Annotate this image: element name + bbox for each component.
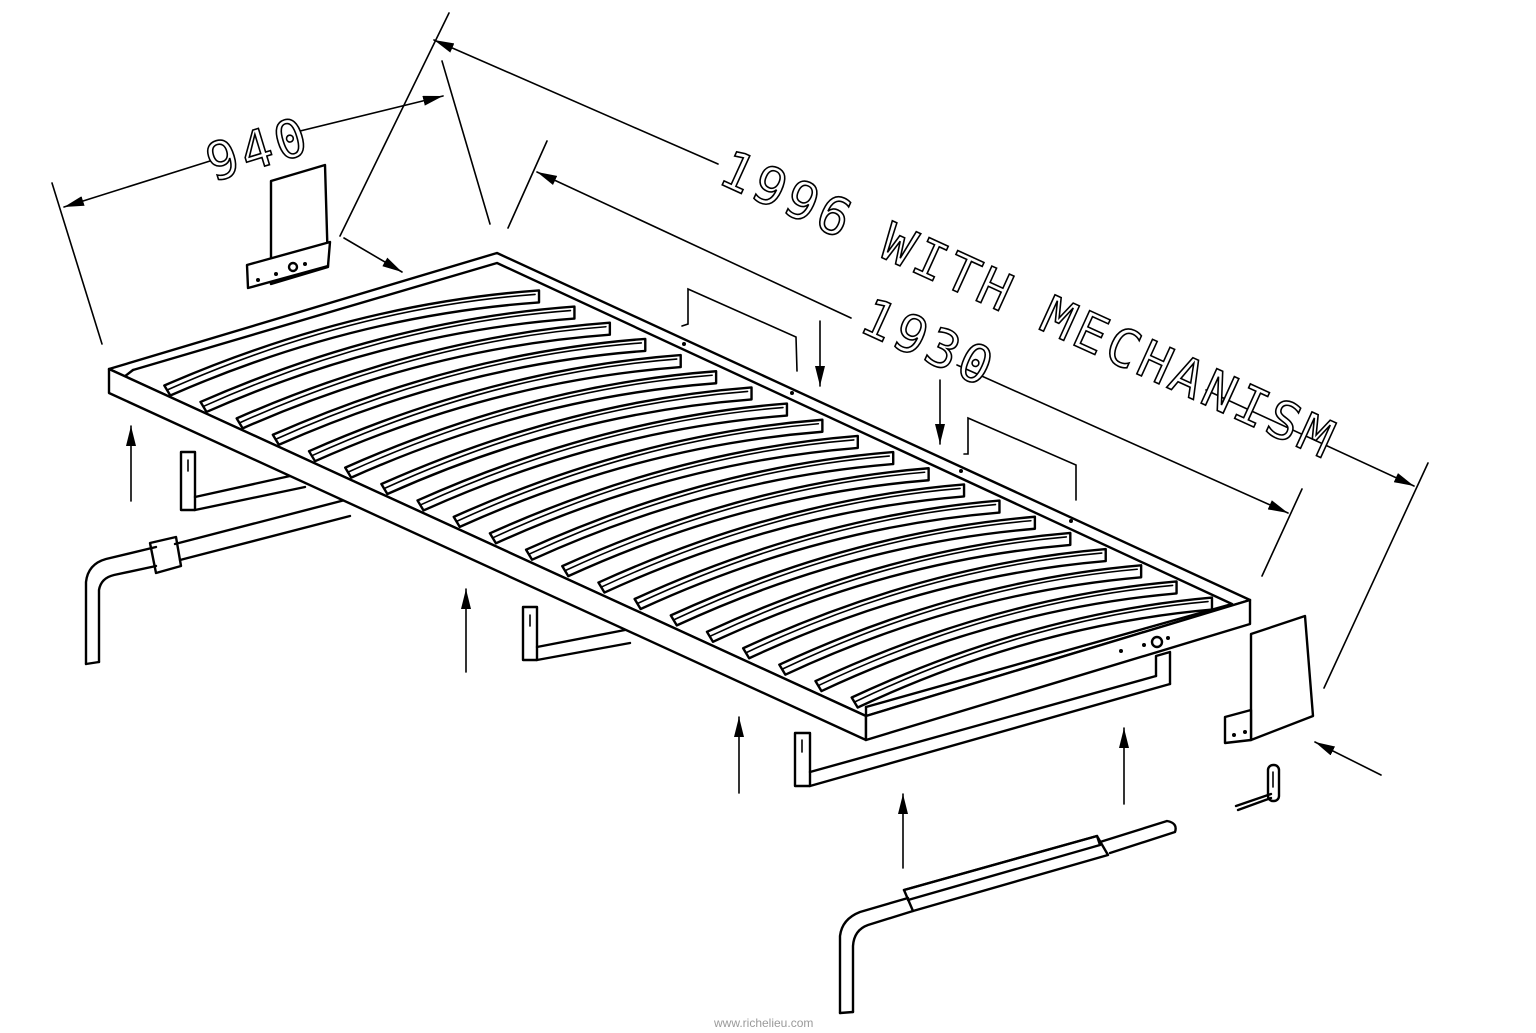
dimension-arrow xyxy=(1205,389,1415,487)
slat xyxy=(307,353,682,463)
extension-line xyxy=(339,12,450,237)
slat-edge xyxy=(854,600,1209,703)
frame-opening xyxy=(131,261,1234,709)
slat-edge xyxy=(420,406,784,506)
assembly-arrows xyxy=(126,237,1382,869)
slat xyxy=(778,564,1143,676)
slat-edge xyxy=(348,374,713,473)
watermark: www.richelieu.com xyxy=(713,1016,813,1030)
slat xyxy=(669,515,1037,627)
slat-edge xyxy=(239,325,607,424)
slat xyxy=(524,450,895,561)
slat xyxy=(814,580,1178,693)
slat xyxy=(741,547,1107,660)
extension-line xyxy=(51,182,103,345)
slat-edge xyxy=(167,293,536,391)
slat-edge xyxy=(276,342,643,440)
slats xyxy=(163,289,1214,709)
slat-edge xyxy=(710,536,1068,637)
slat xyxy=(705,531,1072,644)
extension-line xyxy=(1323,462,1429,689)
slat xyxy=(235,321,612,430)
slat xyxy=(850,596,1214,709)
dimension-arrow xyxy=(295,95,444,133)
slat xyxy=(452,418,824,529)
dimension-arrow xyxy=(63,160,211,208)
slat-edge xyxy=(312,358,678,456)
frame-foot-end xyxy=(864,598,1252,742)
side-bracket-right xyxy=(1223,614,1315,745)
slat-edge xyxy=(529,455,891,555)
arrow-icon xyxy=(343,237,403,273)
slat-edge xyxy=(782,568,1138,670)
extension-line xyxy=(441,60,491,225)
extension-line xyxy=(1261,488,1303,577)
allen-key-icon xyxy=(1234,763,1281,812)
slat xyxy=(633,499,1001,611)
mechanism-cover-left xyxy=(681,287,798,372)
arrow-icon xyxy=(1314,741,1382,776)
slat xyxy=(199,305,576,414)
front-support-rail xyxy=(838,819,1177,1015)
slat xyxy=(380,386,753,496)
slat xyxy=(597,483,966,594)
slat-edge xyxy=(601,487,961,588)
rear-support-rail xyxy=(84,498,352,666)
hanger-bracket-right-front xyxy=(793,650,1172,788)
extension-line xyxy=(507,140,548,229)
slat xyxy=(488,434,859,545)
mechanism-cover-right xyxy=(963,416,1077,501)
slat-edge xyxy=(493,439,855,539)
hanger-bracket-left-rear xyxy=(179,450,307,512)
slat-edge xyxy=(203,309,572,407)
slat-edge xyxy=(384,390,749,489)
slat-edge xyxy=(746,552,1103,654)
slat-edge xyxy=(637,503,997,604)
dimension-arrow xyxy=(536,171,852,319)
slat xyxy=(344,370,718,479)
dimension-arrow xyxy=(956,364,1289,514)
slat xyxy=(271,337,647,446)
slat xyxy=(561,467,930,578)
slat-edge xyxy=(818,584,1174,686)
dimension-arrow xyxy=(433,39,719,165)
slat-edge xyxy=(565,471,926,571)
slat xyxy=(416,402,789,512)
slat-edge xyxy=(456,422,820,522)
slat xyxy=(163,289,541,397)
side-bracket-left xyxy=(245,163,332,290)
hanger-bracket-left-middle xyxy=(521,605,632,662)
slat-edge xyxy=(673,519,1032,621)
